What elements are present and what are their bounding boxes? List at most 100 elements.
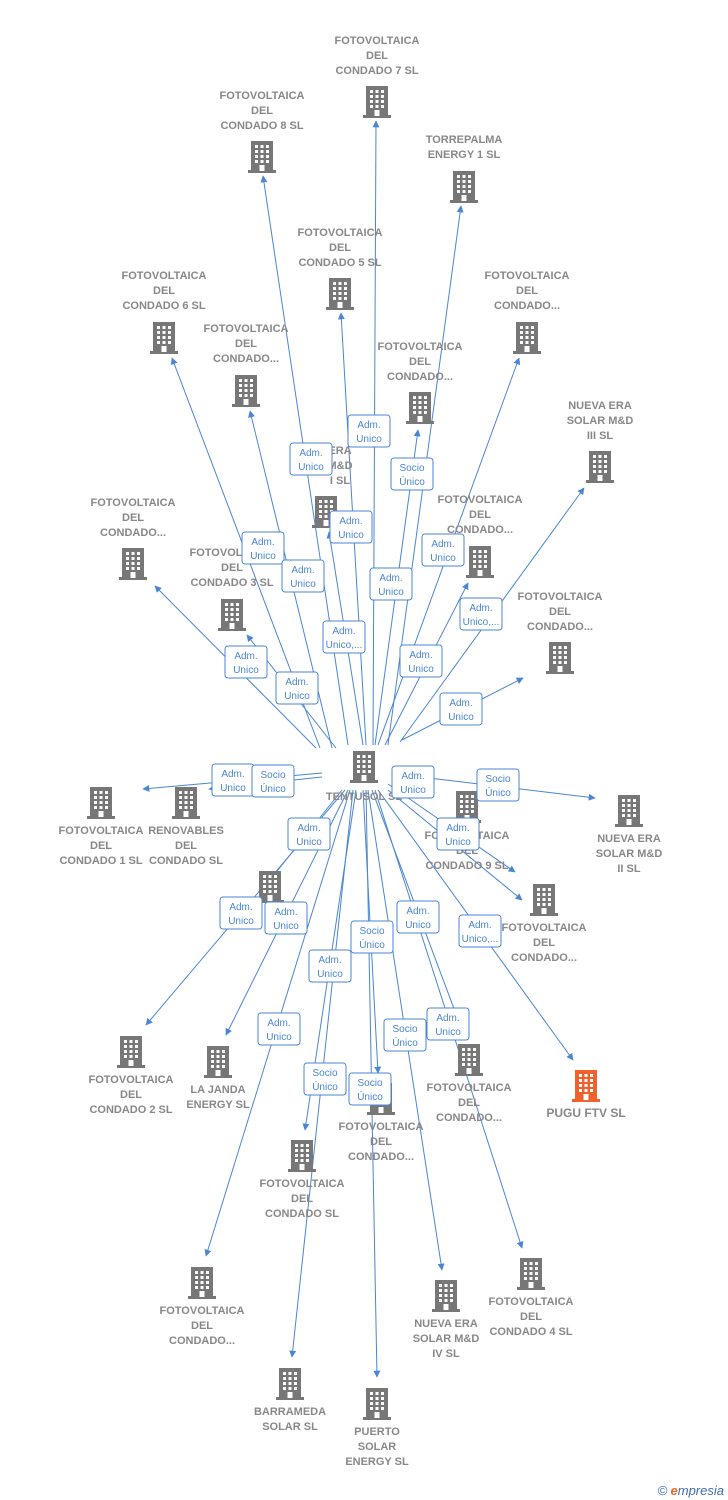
- relation-text: Adm.Unico: [435, 1013, 461, 1038]
- relation-text: Adm.Unico,...: [463, 603, 500, 628]
- relation-text: Adm.Unico: [233, 651, 259, 676]
- relation-label-c2[interactable]: Adm.Unico: [219, 896, 263, 930]
- relation-label-c1[interactable]: Adm.Unico: [211, 763, 255, 797]
- building-icon: [406, 392, 434, 424]
- building-icon: [450, 171, 478, 203]
- brand-logo-text: mpresia: [677, 1483, 724, 1498]
- relation-text: Adm.Unico,...: [326, 626, 363, 651]
- relation-label-cds[interactable]: Adm.Unico: [308, 949, 352, 983]
- company-node-pugu[interactable]: PUGU FTV SL: [546, 1070, 626, 1120]
- relation-label-c5[interactable]: Adm.Unico: [329, 510, 373, 544]
- building-icon: [87, 787, 115, 819]
- building-icon: [530, 884, 558, 916]
- relation-label-cx3[interactable]: Adm.Unico: [369, 567, 413, 601]
- relation-label-cx5[interactable]: Adm.Unico: [399, 644, 443, 678]
- relation-label-cx2[interactable]: Adm.Unico: [421, 533, 465, 567]
- relation-label-cx7[interactable]: Adm.Unico: [436, 817, 480, 851]
- relation-label-c4[interactable]: Adm.Unico: [426, 1007, 470, 1041]
- relation-label-c8[interactable]: Adm.Unico: [289, 442, 333, 476]
- building-icon: [350, 751, 378, 783]
- relation-label-c7[interactable]: Adm.Unico: [347, 414, 391, 448]
- relation-label-hid[interactable]: Adm.Unico: [287, 817, 331, 851]
- relation-label-c9[interactable]: Adm.Unico: [391, 765, 435, 799]
- building-icon: [326, 278, 354, 310]
- brand-logo-e: e: [670, 1483, 678, 1498]
- relation-label-ne3[interactable]: Adm.Unico,...: [459, 597, 503, 631]
- building-icon: [586, 451, 614, 483]
- building-icon: [455, 1044, 483, 1076]
- company-name: PUGU FTV SL: [546, 1106, 625, 1120]
- building-icon: [546, 642, 574, 674]
- relation-label-janda[interactable]: Adm.Unico: [264, 901, 308, 935]
- relation-label-cx8[interactable]: Adm.Unico: [257, 1012, 301, 1046]
- footer-brand[interactable]: ©empresia: [658, 1483, 724, 1498]
- relation-label-cx4[interactable]: Adm.Unico: [224, 645, 268, 679]
- relation-label-pugu[interactable]: Adm.Unico,...: [458, 914, 502, 948]
- relation-label-cx10[interactable]: Adm.Unico: [396, 900, 440, 934]
- relation-label-cx6[interactable]: Adm.Unico: [439, 692, 483, 726]
- relation-text: Adm.Unico: [405, 906, 431, 931]
- relation-text: Adm.Unico: [220, 769, 246, 794]
- building-icon: [119, 548, 147, 580]
- relation-label-ne1[interactable]: Adm.Unico,...: [322, 620, 366, 654]
- relation-text: Adm.Unico: [430, 539, 456, 564]
- building-icon: [513, 322, 541, 354]
- relation-label-c3[interactable]: Adm.Unico: [275, 671, 319, 705]
- relation-label-cx1[interactable]: Adm.Unico: [281, 559, 325, 593]
- center-node-tentusol[interactable]: TENTUSOL SL: [326, 751, 402, 803]
- relation-label-c6[interactable]: Adm.Unico: [241, 531, 285, 565]
- building-icon: [466, 546, 494, 578]
- relation-text: Adm.Unico,...: [462, 920, 499, 945]
